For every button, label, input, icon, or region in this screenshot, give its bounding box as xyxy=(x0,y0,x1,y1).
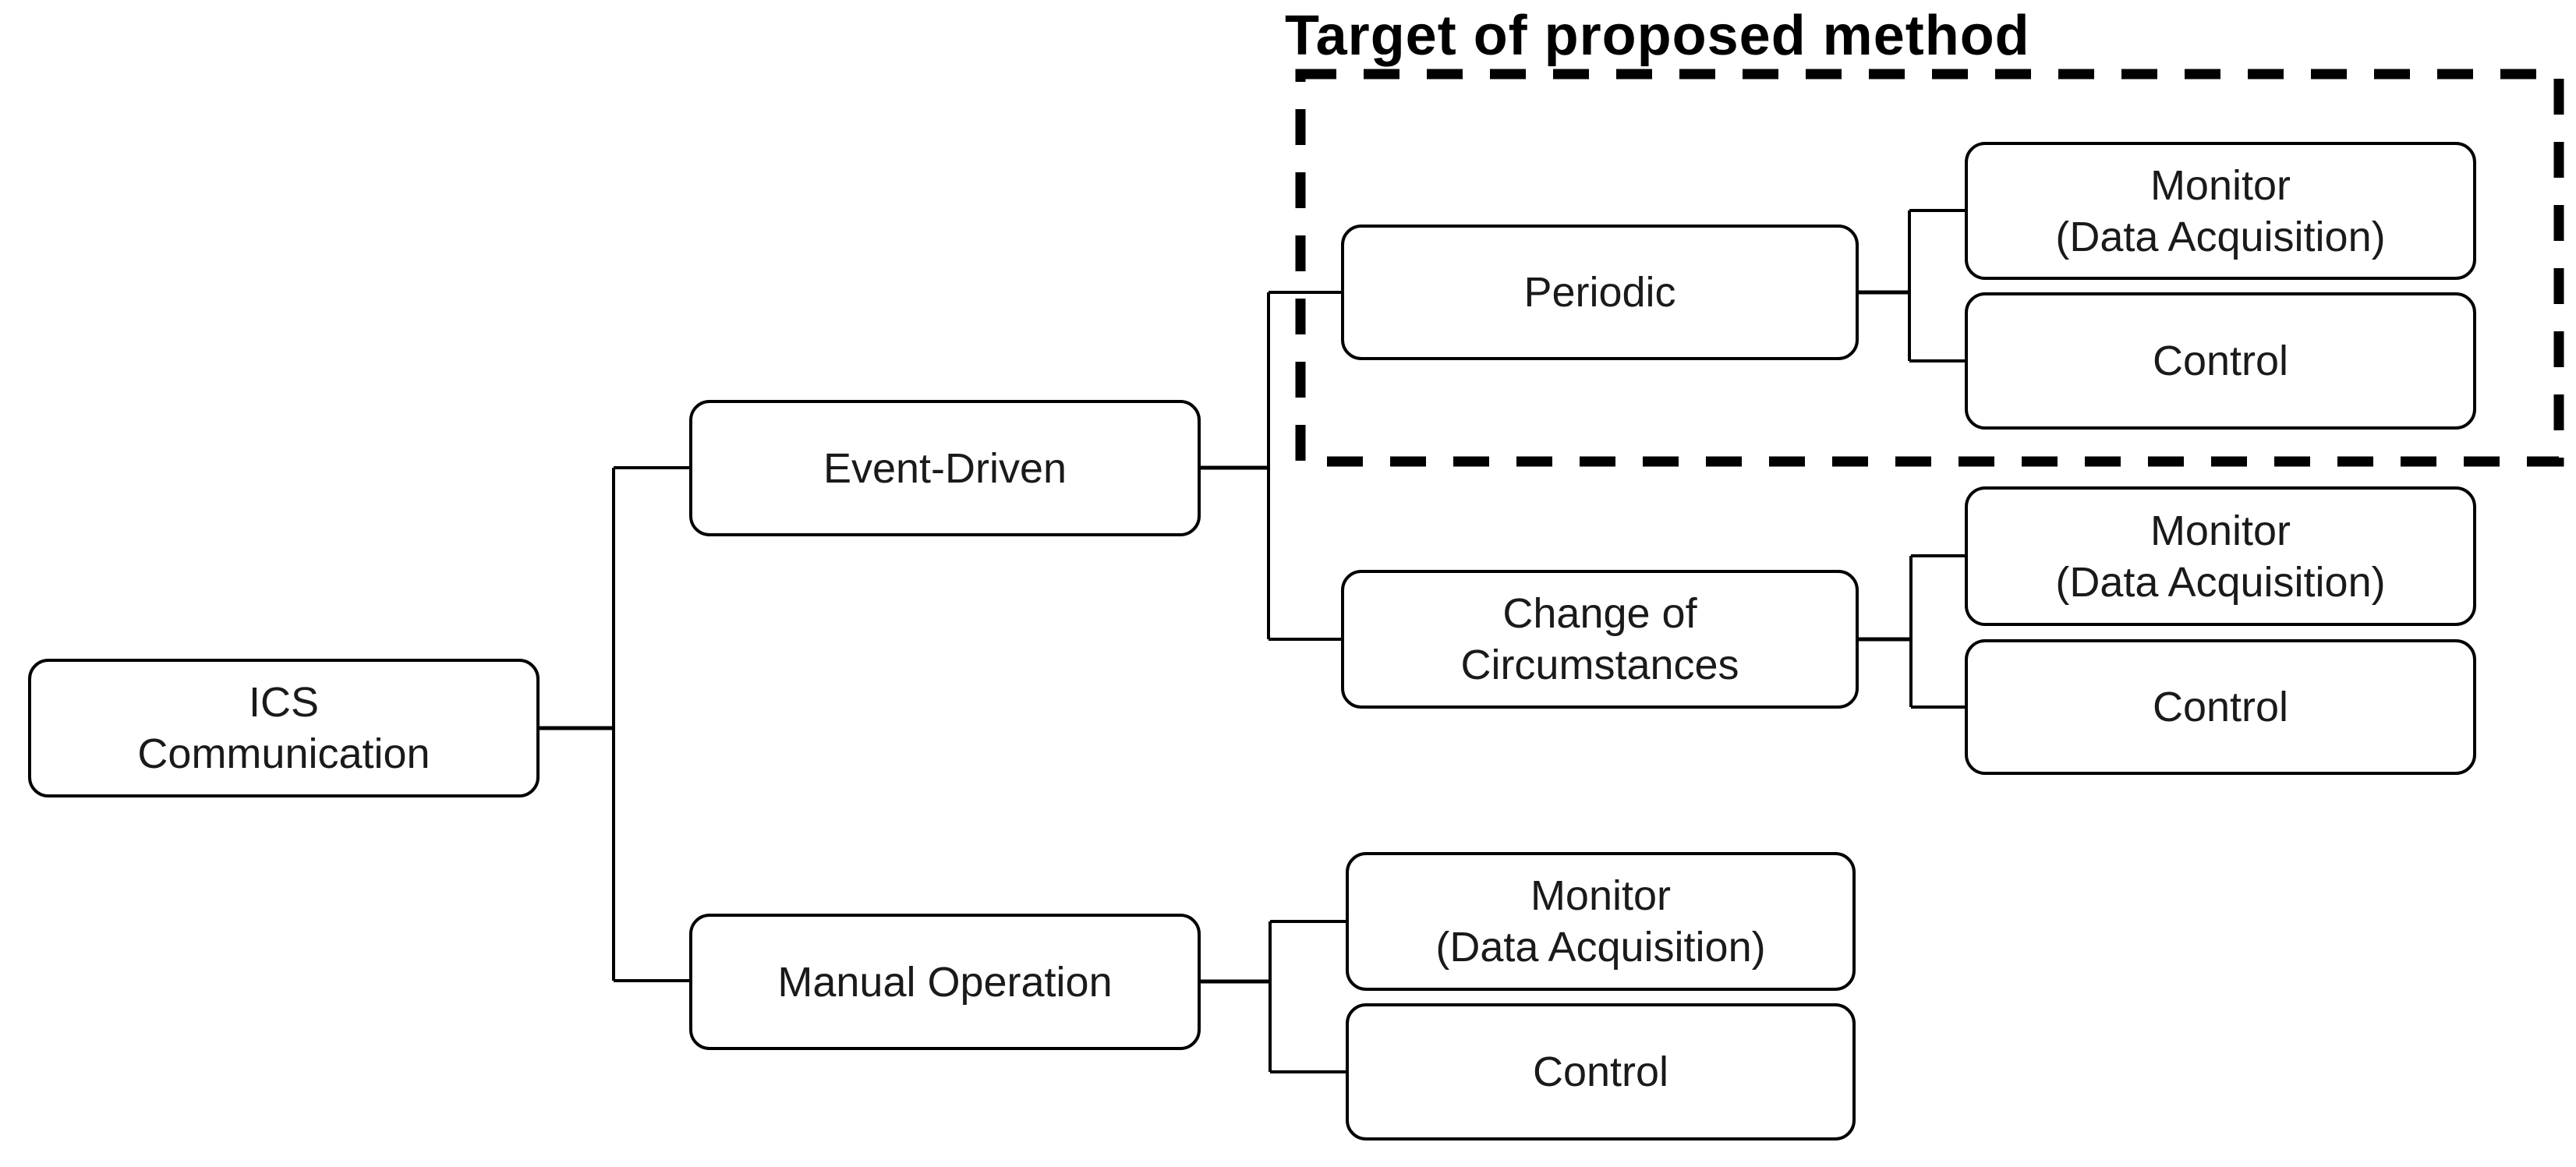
target-region-outline xyxy=(1295,69,2564,467)
node-manual-control: Control xyxy=(1346,1003,1856,1140)
node-manual-operation: Manual Operation xyxy=(689,914,1201,1050)
node-event-driven-label: Event-Driven xyxy=(823,444,1067,492)
node-coc-control-label: Control xyxy=(2152,684,2289,730)
node-manual-control-label: Control xyxy=(1532,1049,1669,1095)
node-coc-monitor: Monitor (Data Acquisition) xyxy=(1965,486,2476,626)
node-change-of-circumstances-label: Change of Circumstances xyxy=(1460,590,1739,688)
node-periodic-control: Control xyxy=(1965,292,2476,430)
node-periodic-monitor: Monitor (Data Acquisition) xyxy=(1965,142,2476,280)
node-ics-communication: ICS Communication xyxy=(28,659,540,797)
node-manual-monitor-label: Monitor (Data Acquisition) xyxy=(1435,872,1766,971)
node-ics-communication-label: ICS Communication xyxy=(137,679,430,777)
node-manual-operation-label: Manual Operation xyxy=(777,958,1113,1006)
node-periodic-label: Periodic xyxy=(1523,269,1676,316)
node-change-of-circumstances: Change of Circumstances xyxy=(1341,570,1859,709)
node-event-driven: Event-Driven xyxy=(689,400,1201,536)
node-coc-monitor-label: Monitor (Data Acquisition) xyxy=(2055,507,2386,606)
node-periodic-control-label: Control xyxy=(2152,338,2289,384)
node-manual-monitor: Monitor (Data Acquisition) xyxy=(1346,852,1856,991)
node-coc-control: Control xyxy=(1965,639,2476,775)
node-periodic-monitor-label: Monitor (Data Acquisition) xyxy=(2055,161,2386,260)
diagram-title: Target of proposed method xyxy=(1285,5,2030,67)
node-periodic: Periodic xyxy=(1341,225,1859,360)
